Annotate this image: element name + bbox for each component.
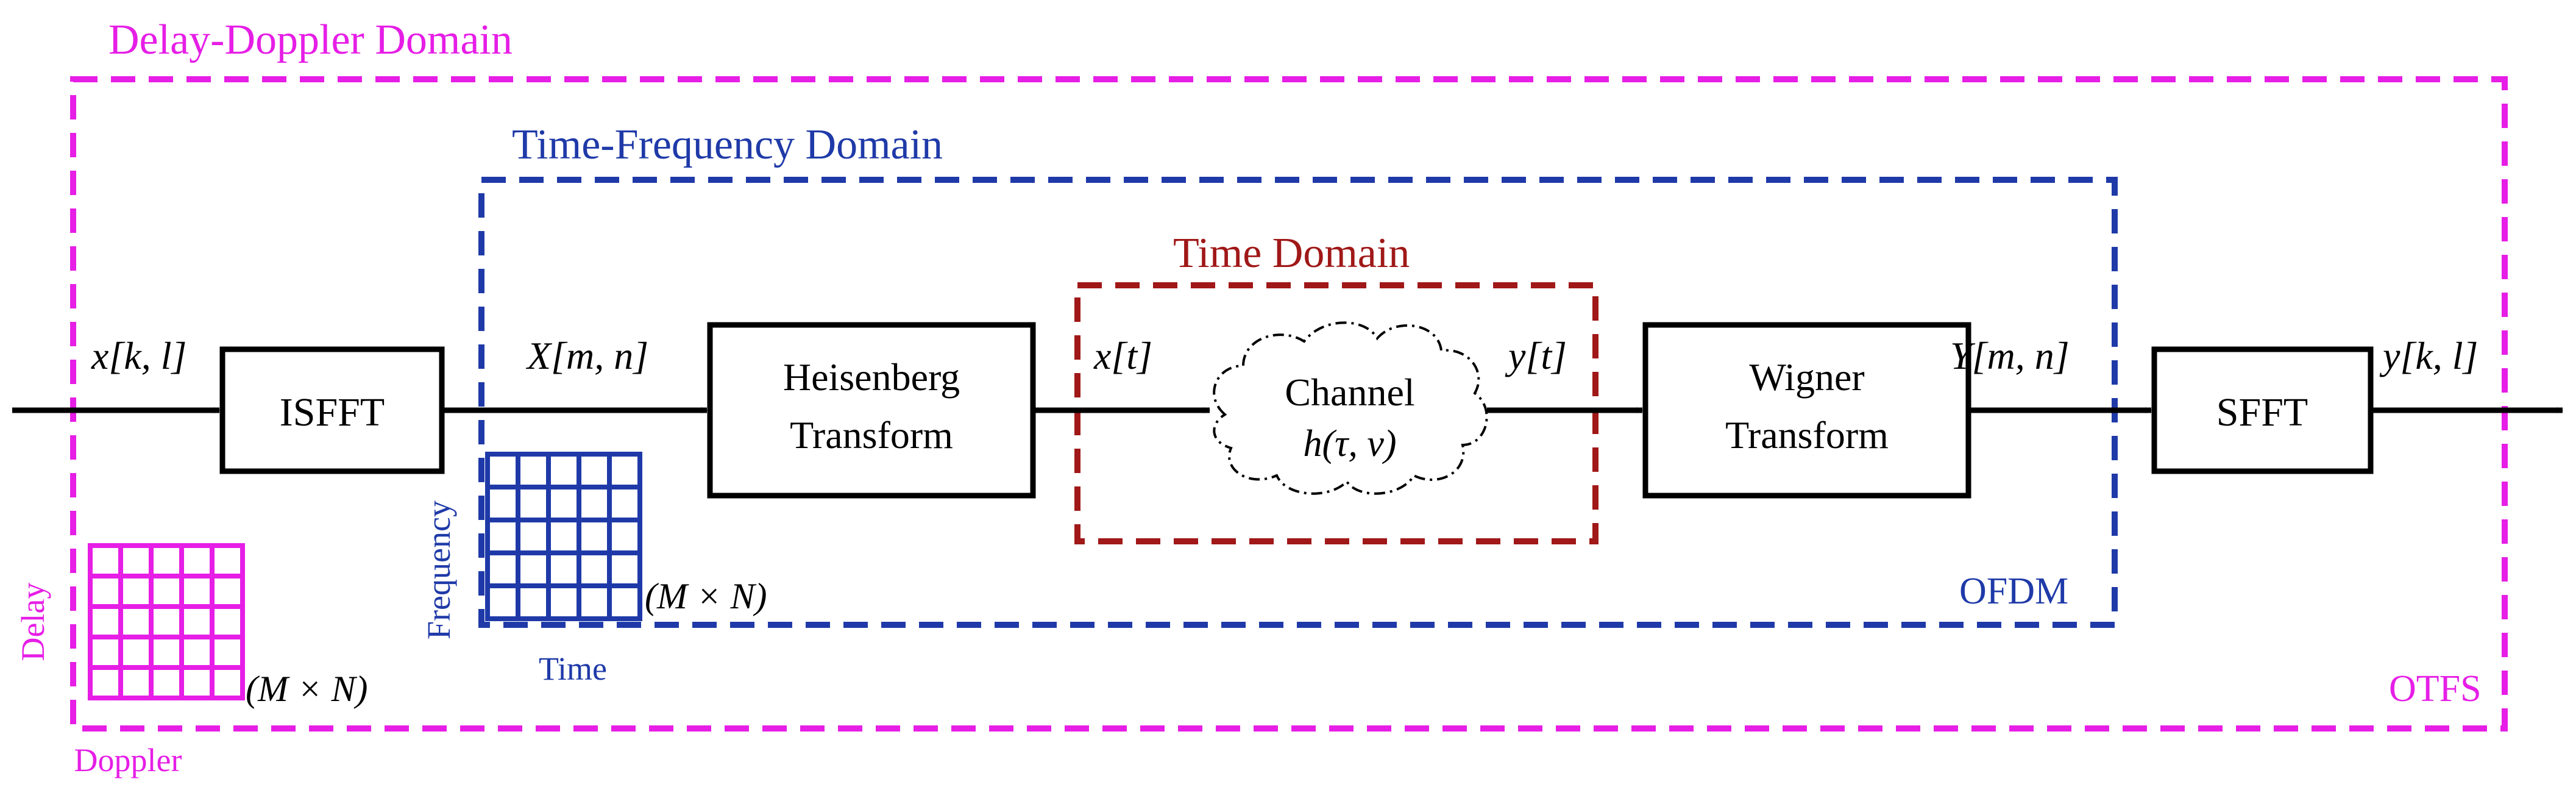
doppler-axis-label: Doppler <box>74 742 182 778</box>
sfft-block <box>2151 346 2374 474</box>
signal-X-mn: X[m, n] <box>525 334 648 377</box>
signal-x-kl: x[k, l] <box>91 334 186 377</box>
time-frequency-grid <box>485 452 642 621</box>
signal-Y-mn: Y[m, n] <box>1950 334 2070 377</box>
time-axis-label: Time <box>539 650 607 687</box>
wigner-block <box>1642 322 1971 499</box>
delay-doppler-domain-frame <box>70 76 2508 732</box>
channel-response-label: h(τ, ν) <box>1303 423 1396 465</box>
time-frequency-domain-frame <box>478 177 2118 628</box>
channel-cloud <box>1213 321 1488 495</box>
wigner-label-line1: Wigner <box>1749 355 1864 399</box>
heisenberg-label-line2: Transform <box>790 413 953 457</box>
delay-axis-label: Delay <box>15 583 51 661</box>
signal-y-kl: y[k, l] <box>2379 334 2478 377</box>
wigner-label-line2: Transform <box>1725 413 1889 457</box>
heisenberg-label-line1: Heisenberg <box>783 355 960 399</box>
signal-y-t: y[t] <box>1505 334 1567 377</box>
channel-label-line1: Channel <box>1285 371 1414 414</box>
signal-x-t: x[t] <box>1093 334 1152 377</box>
delay-doppler-domain-title: Delay-Doppler Domain <box>108 16 513 63</box>
frequency-axis-label: Frequency <box>420 500 457 639</box>
sfft-label: SFFT <box>2216 390 2308 435</box>
ofdm-label: OFDM <box>1959 571 2068 612</box>
heisenberg-block <box>707 322 1036 499</box>
isfft-block <box>219 346 445 474</box>
time-frequency-domain-title: Time-Frequency Domain <box>512 121 943 168</box>
otfs-label: OTFS <box>2389 668 2482 710</box>
tf-grid-size-label: (M × N) <box>645 576 767 616</box>
time-domain-frame <box>1074 282 1598 544</box>
time-domain-title: Time Domain <box>1173 230 1410 277</box>
isfft-label: ISFFT <box>280 390 385 435</box>
dd-grid-size-label: (M × N) <box>246 669 367 709</box>
delay-doppler-grid <box>88 543 245 700</box>
